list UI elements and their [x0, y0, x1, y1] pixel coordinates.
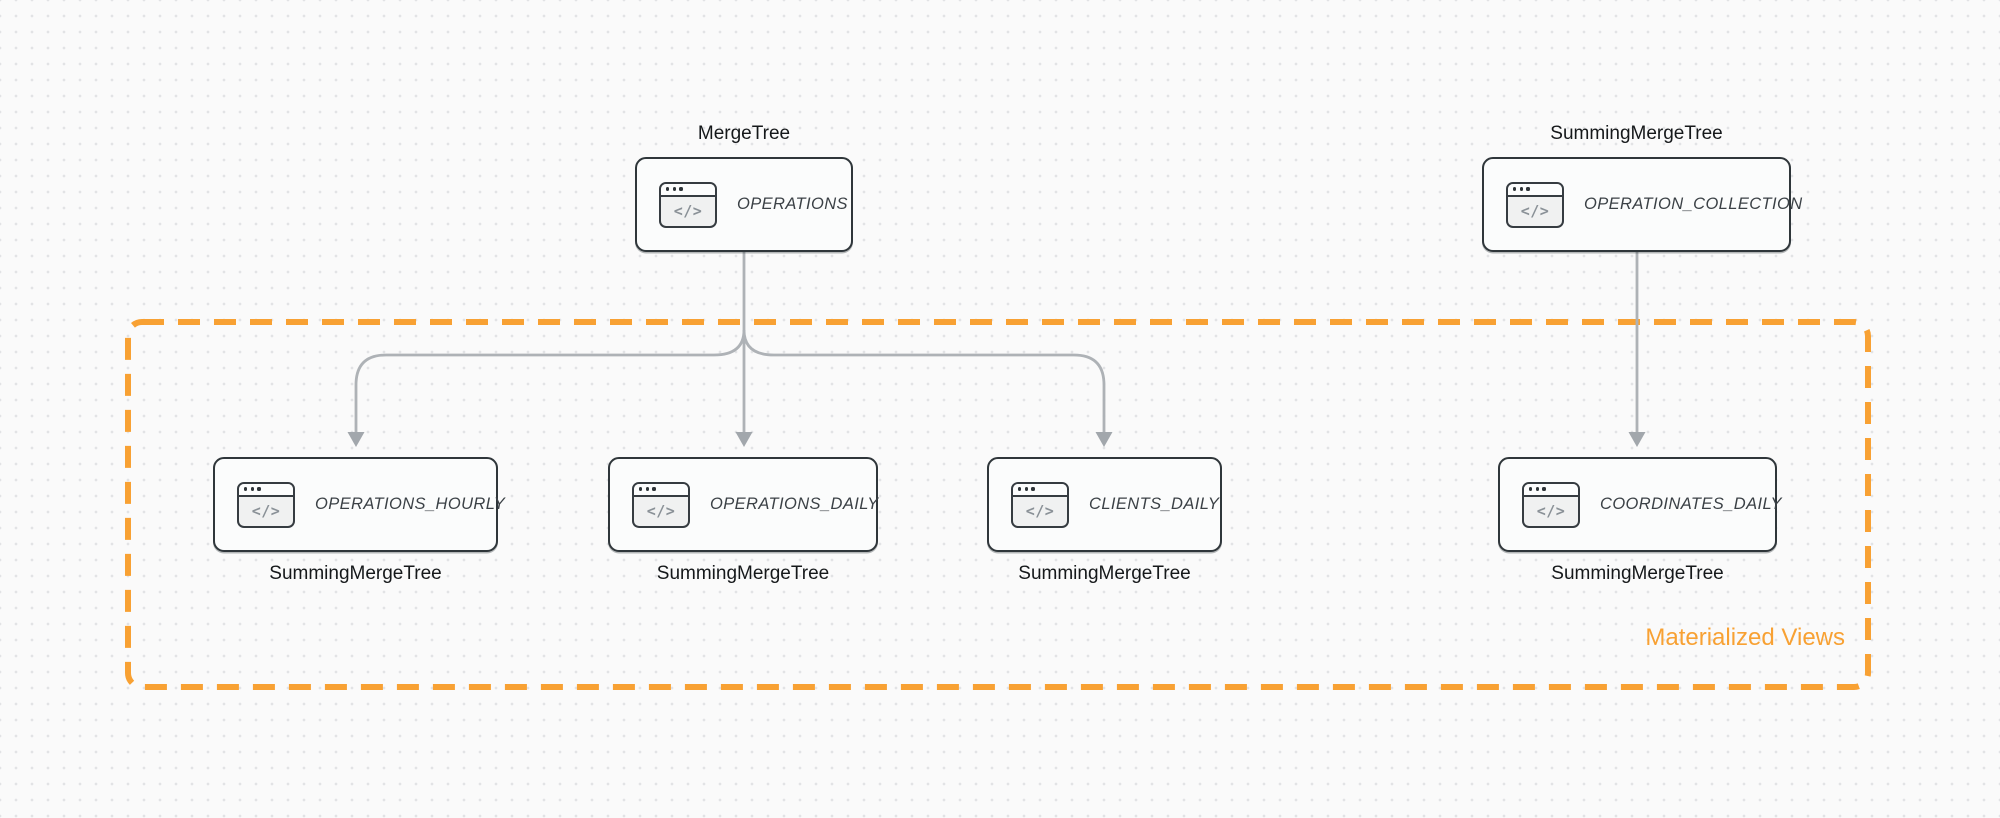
window-dots-icon [661, 183, 715, 197]
window-dots-icon [1508, 183, 1562, 197]
node-operations-daily: </> OPERATIONS_DAILY SummingMergeTree [608, 457, 878, 584]
node-title: OPERATIONS_DAILY [710, 495, 879, 513]
node-title: COORDINATES_DAILY [1600, 495, 1782, 513]
engine-label: SummingMergeTree [1550, 123, 1723, 144]
node-operation-collection: SummingMergeTree </> OPERATION_COLLECTIO… [1482, 123, 1802, 252]
engine-label: SummingMergeTree [1018, 563, 1191, 584]
node-card-clients-daily[interactable]: </> CLIENTS_DAILY [987, 457, 1222, 552]
edge-operations-to-clients-daily [742, 329, 1106, 432]
node-title: OPERATION_COLLECTION [1584, 195, 1803, 213]
engine-label: MergeTree [697, 123, 791, 144]
window-dots-icon [1013, 483, 1067, 497]
code-glyph: </> [1025, 502, 1055, 520]
arrowhead-icon [735, 432, 753, 447]
node-coordinates-daily: </> COORDINATES_DAILY SummingMergeTree [1498, 457, 1782, 584]
node-title: OPERATIONS [737, 195, 848, 213]
node-title: OPERATIONS_HOURLY [315, 495, 506, 513]
code-window-icon: </> [237, 481, 295, 528]
node-operations-hourly: </> OPERATIONS_HOURLY SummingMergeTree [213, 457, 505, 584]
node-operations: MergeTree </> OPERATIONS [635, 123, 853, 252]
engine-label: SummingMergeTree [656, 563, 830, 584]
window-dots-icon [1524, 483, 1578, 497]
node-card-operation-collection[interactable]: </> OPERATION_COLLECTION [1482, 157, 1802, 252]
edge-operations-to-operations-hourly [354, 329, 746, 432]
arrowhead-icon [1628, 432, 1646, 447]
code-window-icon: </> [632, 481, 690, 528]
code-glyph: </> [646, 502, 676, 520]
node-clients-daily: </> CLIENTS_DAILY SummingMergeTree [987, 457, 1222, 584]
arrowhead-icon [1095, 432, 1113, 447]
code-glyph: </> [1520, 202, 1550, 220]
materialized-views-label: Materialized Views [1645, 624, 1845, 651]
engine-label: SummingMergeTree [269, 563, 442, 584]
edge-lines [354, 252, 1639, 432]
code-window-icon: </> [1506, 181, 1564, 228]
code-window-icon: </> [659, 181, 717, 228]
edge-arrowheads [347, 432, 1646, 447]
window-dots-icon [239, 483, 293, 497]
engine-label: SummingMergeTree [1551, 563, 1724, 584]
code-glyph: </> [673, 202, 703, 220]
code-window-icon: </> [1522, 481, 1580, 528]
code-glyph: </> [1536, 502, 1566, 520]
code-window-icon: </> [1011, 481, 1069, 528]
node-title: CLIENTS_DAILY [1089, 495, 1220, 513]
code-glyph: </> [251, 502, 281, 520]
node-card-coordinates-daily[interactable]: </> COORDINATES_DAILY [1498, 457, 1782, 552]
node-card-operations-hourly[interactable]: </> OPERATIONS_HOURLY [213, 457, 505, 552]
arrowhead-icon [347, 432, 365, 447]
node-card-operations-daily[interactable]: </> OPERATIONS_DAILY [608, 457, 878, 552]
window-dots-icon [634, 483, 688, 497]
node-card-operations[interactable]: </> OPERATIONS [635, 157, 853, 252]
